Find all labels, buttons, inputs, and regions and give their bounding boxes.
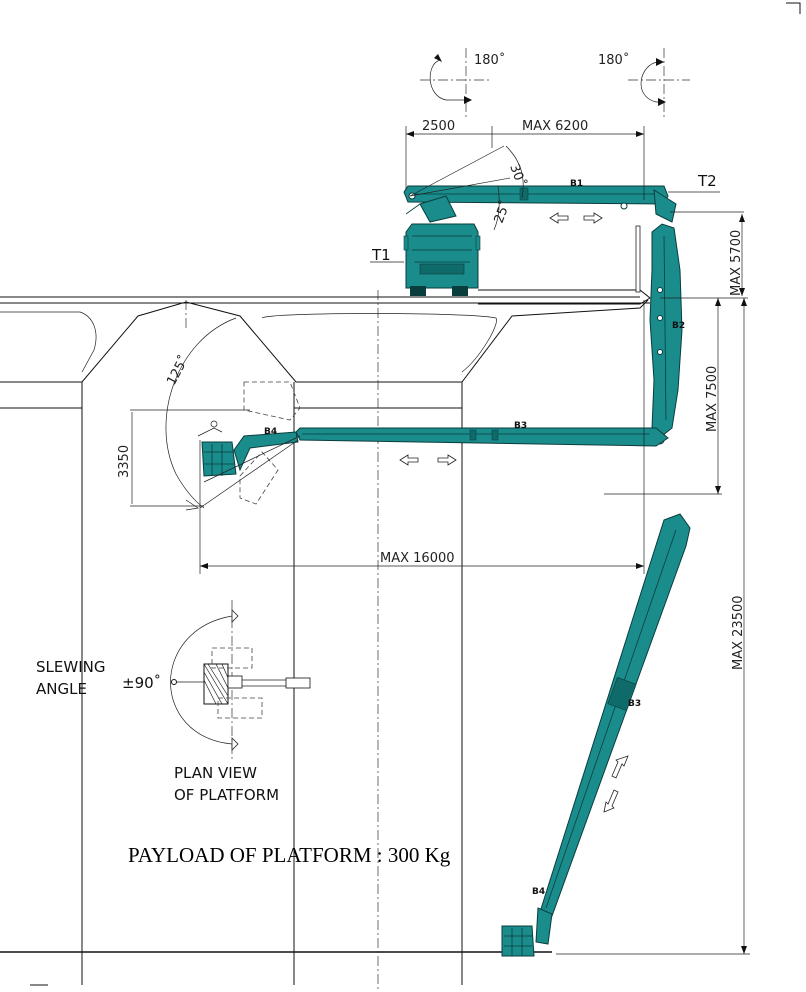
motion-arrows bbox=[399, 212, 629, 813]
label-b4-upper: B4 bbox=[264, 427, 277, 437]
truck-cab bbox=[370, 223, 651, 305]
platform-basket-upper bbox=[201, 441, 237, 477]
dim-max-7500: MAX 7500 bbox=[705, 366, 720, 432]
label-b3-lower: B3 bbox=[628, 699, 641, 709]
plan-view-label-1: PLAN VIEW bbox=[174, 764, 257, 782]
bridge-structure bbox=[0, 290, 650, 992]
dim-max-23500: MAX 23500 bbox=[731, 595, 746, 670]
angle-125: 125˚ bbox=[163, 353, 192, 388]
rotation-left-label: 180˚ bbox=[474, 52, 505, 68]
dim-3350: 3350 bbox=[117, 445, 132, 478]
dim-max-5700: MAX 5700 bbox=[729, 230, 744, 296]
rotation-symbol-left bbox=[420, 48, 490, 118]
boom-lower-reach bbox=[501, 513, 691, 957]
label-b3-upper: B3 bbox=[514, 421, 527, 431]
boom-b4-upper bbox=[197, 381, 301, 509]
plan-view-label-2: OF PLATFORM bbox=[174, 786, 279, 804]
boom-b3-horizontal bbox=[295, 427, 669, 447]
boom-b1 bbox=[403, 185, 677, 223]
slewing-label-2: ANGLE bbox=[36, 680, 87, 698]
angle-25: 25˚ bbox=[491, 198, 514, 225]
label-b1: B1 bbox=[570, 179, 583, 189]
corner-mark bbox=[786, 2, 801, 14]
swing-arc bbox=[130, 317, 250, 511]
slew-angle-value: ±90˚ bbox=[122, 674, 161, 692]
dim-2500: 2500 bbox=[422, 119, 455, 134]
label-b4-lower: B4 bbox=[532, 887, 545, 897]
angle-30: 30˚ bbox=[506, 162, 529, 189]
dim-max-16000: MAX 16000 bbox=[380, 551, 455, 566]
boom-b2 bbox=[649, 223, 683, 445]
label-t1: T1 bbox=[371, 246, 391, 264]
rotation-symbol-right bbox=[628, 48, 690, 120]
label-t2: T2 bbox=[697, 172, 717, 190]
rotation-right-label: 180˚ bbox=[598, 52, 629, 68]
dimension-lines bbox=[199, 126, 750, 955]
label-b2: B2 bbox=[672, 321, 685, 331]
dim-max-6200: MAX 6200 bbox=[522, 119, 588, 134]
plan-view-diagram bbox=[170, 600, 311, 760]
platform-basket-lower bbox=[501, 925, 535, 957]
payload-label: PAYLOAD OF PLATFORM : 300 Kg bbox=[128, 843, 451, 867]
slewing-label-1: SLEWING bbox=[36, 658, 105, 676]
